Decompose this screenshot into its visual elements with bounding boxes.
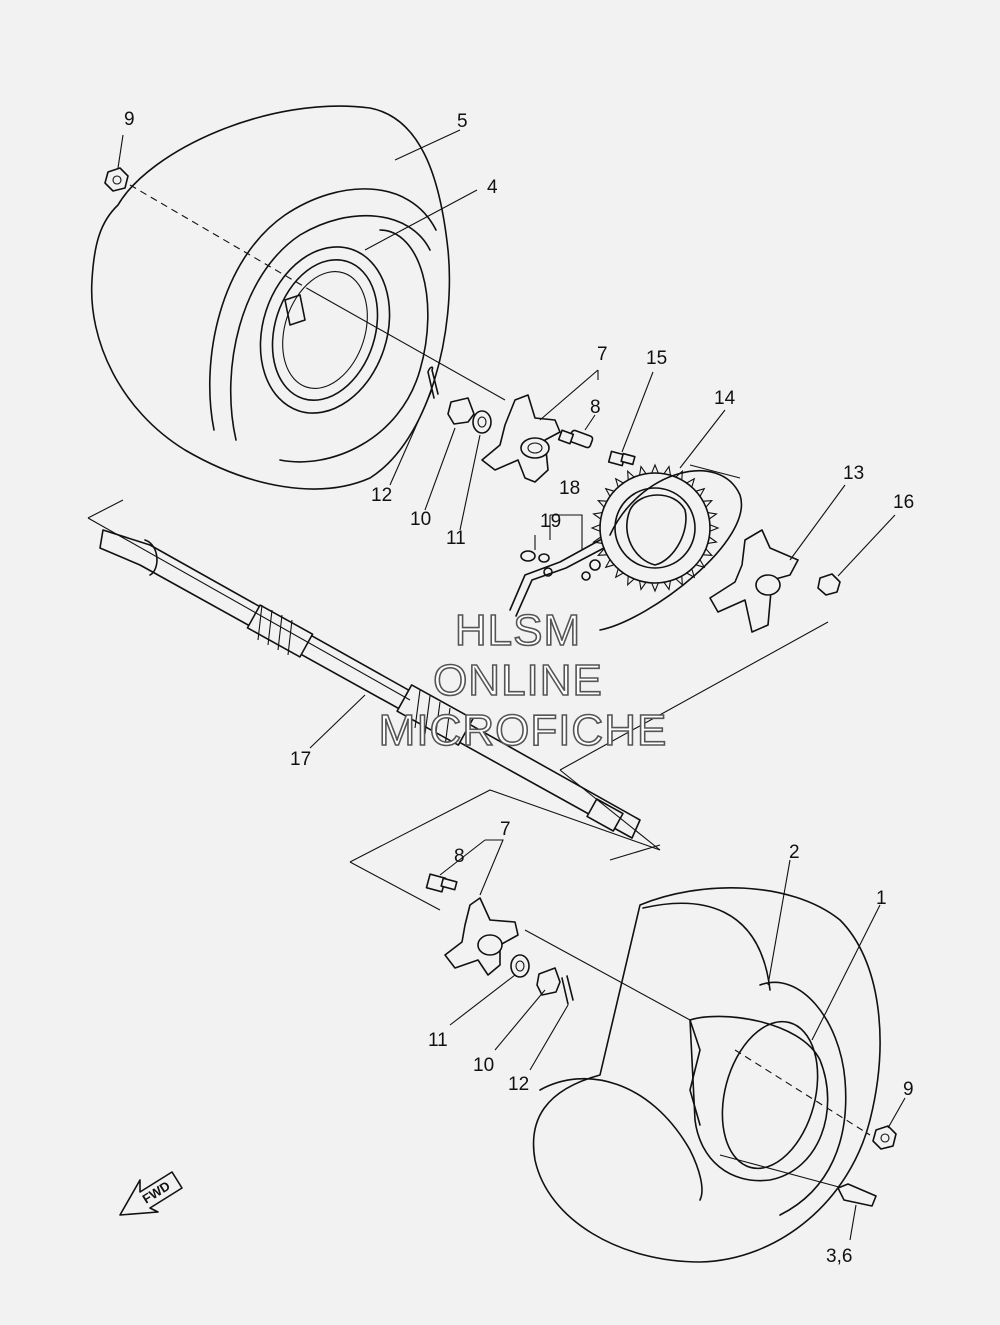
callout-2: 2 xyxy=(789,842,800,863)
sprocket-tooth xyxy=(627,575,635,587)
front-rim-lower xyxy=(689,1015,829,1182)
sprocket-tooth xyxy=(592,512,603,520)
callout-8-bottom: 8 xyxy=(454,846,465,867)
callout-14: 14 xyxy=(714,388,736,409)
cotter-pin-lower xyxy=(561,975,574,1005)
cotter-pin-upper xyxy=(427,366,439,399)
sprocket-tooth xyxy=(590,524,601,532)
callout-5: 5 xyxy=(457,111,468,132)
watermark-line-2: ONLINE xyxy=(433,656,603,705)
sprocket-tooth xyxy=(604,487,615,497)
sprocket-tooth xyxy=(675,469,683,481)
leader-lines xyxy=(117,129,906,1241)
watermark-line-3: MICROFICHE xyxy=(379,706,668,755)
castle-nut-lower xyxy=(536,967,561,996)
sprocket-tooth xyxy=(639,580,647,591)
sprocket-tooth xyxy=(686,568,696,579)
valve-stem xyxy=(837,1183,877,1207)
hub-upper xyxy=(481,394,561,483)
sprocket-tooth xyxy=(702,548,714,556)
callout-7-top: 7 xyxy=(597,344,608,365)
sprocket-tooth xyxy=(707,536,718,544)
wheel-nut-upper xyxy=(104,167,129,192)
sprocket-tooth xyxy=(663,465,671,476)
hub-bolt-lower xyxy=(425,873,458,893)
callout-4: 4 xyxy=(487,177,498,198)
hub-lower xyxy=(444,897,519,976)
sprocket-tooth xyxy=(709,524,720,532)
fwd-arrow-icon: FWD xyxy=(119,1171,183,1216)
sprocket-bolt xyxy=(607,450,636,467)
sprocket-tooth xyxy=(707,512,718,520)
sprocket-tooth xyxy=(651,463,659,474)
callout-9-bottom: 9 xyxy=(903,1079,914,1100)
callout-16: 16 xyxy=(893,492,914,513)
sprocket-tooth xyxy=(604,559,615,569)
sprocket-tooth xyxy=(614,568,624,579)
callout-15: 15 xyxy=(646,348,667,369)
sprocket-tooth xyxy=(592,536,603,544)
sprocket-tooth xyxy=(614,477,624,488)
sprocket-tooth xyxy=(695,487,706,497)
wheel-nut-lower xyxy=(872,1125,897,1150)
sprocket-tooth xyxy=(702,500,714,508)
callout-10-bottom: 10 xyxy=(473,1055,494,1076)
callout-11-bottom: 11 xyxy=(428,1030,448,1051)
chain-master-link xyxy=(509,539,605,617)
axis-line-bottom xyxy=(734,1049,871,1136)
callout-8-top: 8 xyxy=(590,397,601,418)
callout-19: 19 xyxy=(540,511,561,532)
sprocket-tooth xyxy=(663,580,671,591)
rear-axle xyxy=(99,529,641,839)
watermark-line-1: HLSM xyxy=(455,606,581,655)
hub-nut xyxy=(817,573,841,596)
callout-1: 1 xyxy=(876,888,887,909)
sprocket xyxy=(590,463,720,593)
callout-10-top: 10 xyxy=(410,509,431,530)
sprocket-tooth xyxy=(639,465,647,476)
sprocket-tooth xyxy=(627,469,635,481)
sprocket-tooth xyxy=(596,548,608,556)
callout-12-bottom: 12 xyxy=(508,1074,529,1095)
chain-loop xyxy=(599,470,743,631)
castle-nut-upper xyxy=(447,397,475,425)
sprocket-tooth xyxy=(686,477,696,488)
callout-11-top: 11 xyxy=(446,528,466,549)
callout-13: 13 xyxy=(843,463,864,484)
callout-12-top: 12 xyxy=(371,485,392,506)
callout-7-bottom: 7 xyxy=(500,819,511,840)
assembly-outline xyxy=(87,464,829,771)
callout-18: 18 xyxy=(559,478,580,499)
washer-upper xyxy=(472,410,492,434)
sprocket-tooth xyxy=(596,500,608,508)
callout-17: 17 xyxy=(290,749,311,770)
callout-9-top: 9 xyxy=(124,109,135,130)
hub-bolt-upper xyxy=(557,429,594,449)
callout-3-6: 3,6 xyxy=(826,1246,852,1267)
sprocket-hub xyxy=(709,529,799,633)
axis-line-top xyxy=(129,184,311,291)
rear-rim-upper xyxy=(259,246,391,414)
washer-lower xyxy=(510,954,530,978)
sprocket-tooth xyxy=(651,582,659,593)
